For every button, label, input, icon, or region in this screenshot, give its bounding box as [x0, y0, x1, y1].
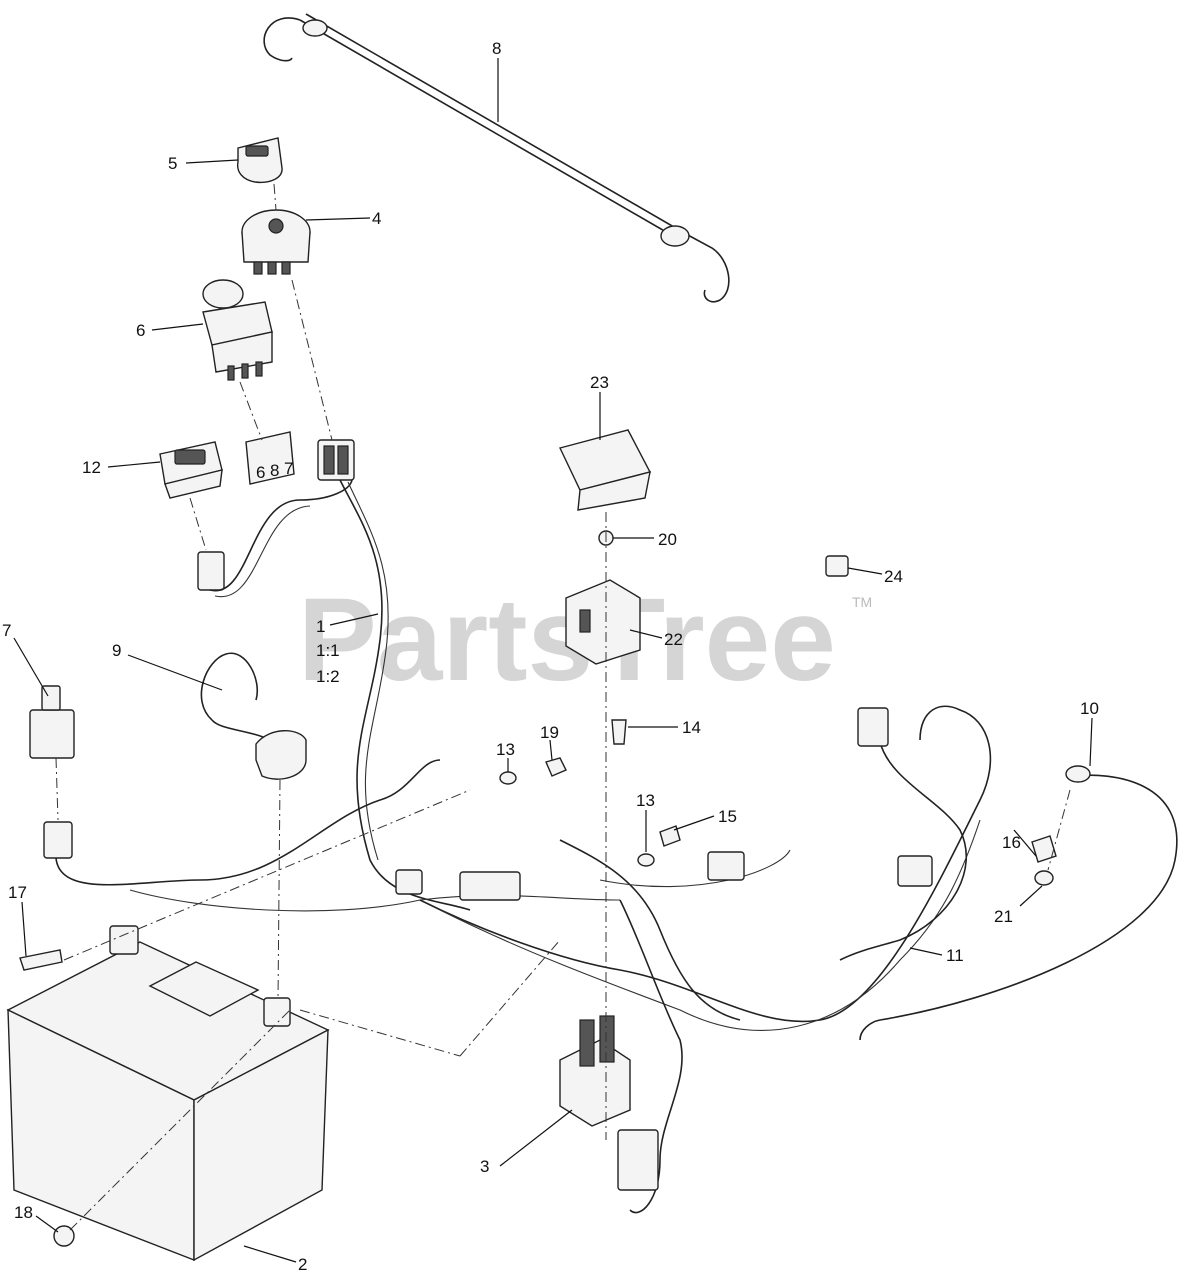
hardware-parts	[499, 719, 1057, 886]
callout-6: 6	[136, 321, 145, 340]
callout-17: 17	[8, 883, 27, 902]
harness-connector-right	[897, 855, 933, 887]
part-6-pto-switch	[202, 279, 273, 381]
callout-2: 2	[298, 1255, 307, 1274]
harness-connector-hour-meter	[197, 551, 225, 591]
trademark-mark: TM	[852, 594, 872, 610]
callout-13-a: 13	[496, 740, 515, 759]
harness-connector-left	[395, 869, 423, 895]
callout-1-1: 1:1	[316, 641, 340, 660]
harness-connector-switch: 6 8 7	[245, 431, 295, 485]
leader-lines	[13, 58, 1093, 1263]
harness-connector-ignition	[317, 439, 355, 481]
part-9-battery-cable	[200, 652, 307, 780]
callout-9: 9	[112, 641, 121, 660]
callout-3: 3	[480, 1157, 489, 1176]
callout-1: 1	[316, 617, 325, 636]
part-23-cover	[559, 429, 652, 511]
part-10-ground-cable	[859, 765, 1178, 1041]
part-3-fuse-block	[559, 1015, 631, 1127]
callout-1-2: 1:2	[316, 667, 340, 686]
callout-22: 22	[664, 630, 683, 649]
callout-5: 5	[168, 154, 177, 173]
callout-11: 11	[946, 946, 964, 965]
part-18-nut	[53, 1225, 75, 1247]
callout-12: 12	[82, 458, 101, 477]
callout-20: 20	[658, 530, 677, 549]
callout-14: 14	[682, 718, 701, 737]
callout-15: 15	[718, 807, 737, 826]
callout-23: 23	[590, 373, 609, 392]
part-2-battery	[6, 925, 330, 1262]
callout-24: 24	[884, 567, 903, 586]
callout-19: 19	[540, 723, 559, 742]
callout-13-b: 13	[636, 791, 655, 810]
part-17-bolt	[19, 949, 63, 971]
harness-connector-bottom	[617, 1129, 659, 1191]
callout-numbers: 8 5 4 6 12 23 20 24 22 1 1:1 1:2 7 9 13 …	[2, 39, 1099, 1274]
part-8-rod	[263, 13, 730, 303]
part-22-bracket	[565, 579, 641, 665]
harness-connector-center	[459, 871, 521, 901]
callout-16: 16	[1002, 833, 1021, 852]
part-11-connector	[857, 707, 889, 747]
callout-4: 4	[372, 209, 381, 228]
svg-text:7: 7	[284, 459, 293, 478]
part-12-hour-meter	[159, 441, 223, 499]
callout-21: 21	[994, 907, 1013, 926]
harness-connector-mid	[707, 851, 745, 881]
callout-8: 8	[492, 39, 501, 58]
part-4-ignition-switch	[241, 209, 311, 275]
svg-text:6: 6	[256, 463, 265, 482]
callout-10: 10	[1080, 699, 1099, 718]
part-5-key	[236, 137, 283, 184]
part-7-relay	[29, 685, 75, 859]
callout-18: 18	[14, 1203, 33, 1222]
assembly-lines	[55, 183, 1071, 1231]
part-1-main-harness	[55, 479, 992, 1214]
part-24-clip	[825, 555, 849, 577]
callout-7: 7	[2, 621, 11, 640]
svg-text:8: 8	[270, 461, 279, 480]
